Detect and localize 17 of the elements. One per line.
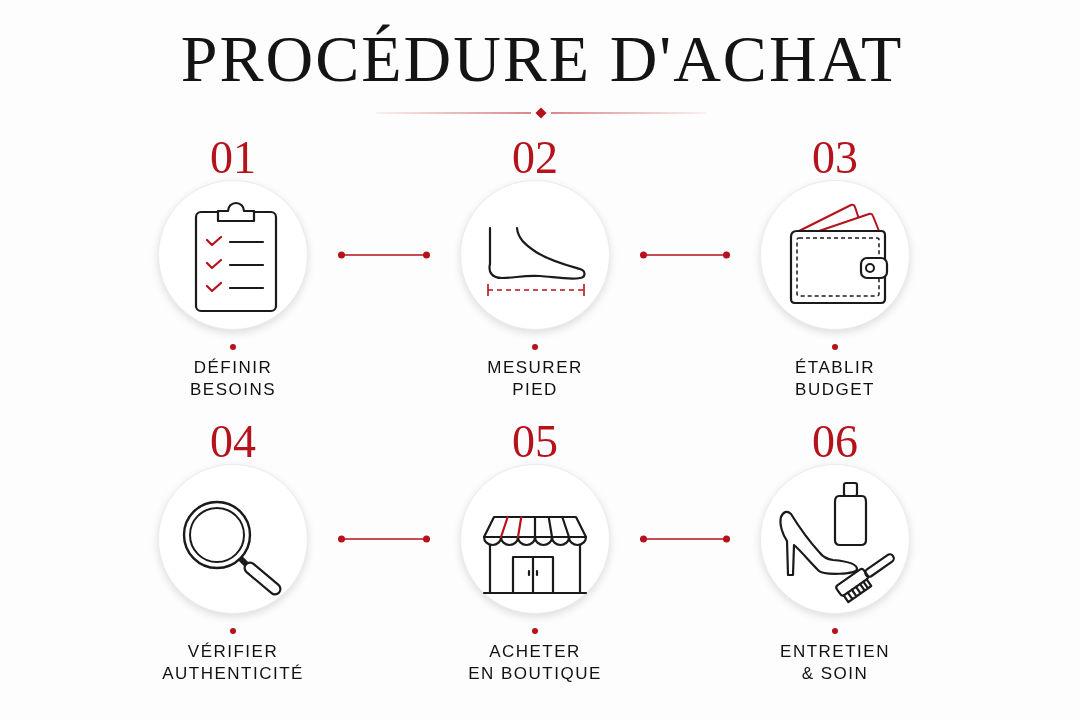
- step-number: 01: [210, 135, 256, 181]
- step-label: ÉTABLIR BUDGET: [794, 357, 876, 401]
- step-label: MESURER PIED: [487, 357, 583, 401]
- step-number: 03: [812, 135, 858, 181]
- step-number: 04: [210, 419, 256, 465]
- step-label: VÉRIFIER AUTHENTICITÉ: [162, 641, 304, 685]
- step-label: ENTRETIEN & SOIN: [780, 641, 890, 685]
- connector-line: [337, 535, 431, 543]
- step-label: ACHETER EN BOUTIQUE: [468, 641, 602, 685]
- connector-line: [639, 251, 731, 259]
- step-number: 06: [812, 419, 858, 465]
- connector-line: [639, 535, 731, 543]
- step-number: 05: [512, 419, 558, 465]
- step-label: DÉFINIR BESOINS: [189, 357, 277, 401]
- connector-line: [337, 251, 431, 259]
- title: PROCÉDURE D'ACHAT: [180, 26, 904, 92]
- step-number: 02: [512, 135, 558, 181]
